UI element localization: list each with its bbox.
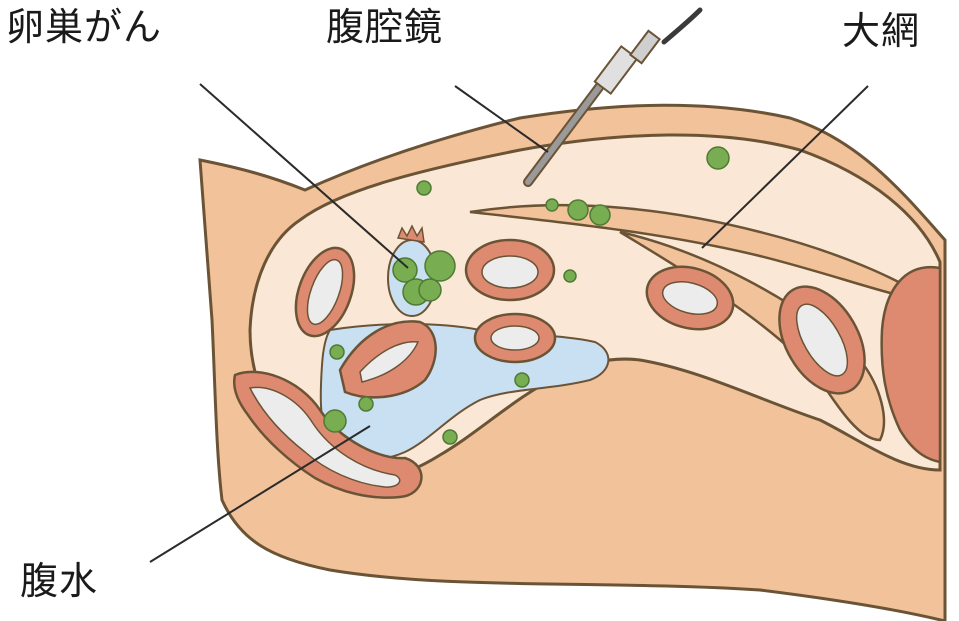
laparoscope-instrument (523, 7, 703, 187)
laparoscope-cable (661, 7, 703, 45)
tumor-nodule (424, 250, 456, 282)
leader-lines (149, 83, 869, 563)
nodule (563, 269, 577, 283)
nodule (323, 409, 347, 433)
bowel-lumen (306, 258, 344, 326)
nodule (514, 372, 530, 388)
rectum-lumen (248, 386, 401, 488)
tumor-nodule (392, 257, 418, 283)
nodule (567, 199, 589, 221)
nodule (706, 146, 730, 170)
nodule (358, 396, 374, 412)
uterus (338, 320, 437, 399)
laparoscope-trocar (593, 45, 639, 95)
leader-laparoscope (454, 85, 549, 153)
nodule (442, 429, 458, 445)
peritoneal-nodules (323, 146, 730, 445)
leader-ovarian-cancer (199, 83, 409, 269)
colon-edge (880, 265, 942, 464)
ovarian-tumor (387, 224, 456, 317)
bowel-lumen (661, 281, 719, 315)
fallopian-fimbria (396, 224, 425, 243)
tumor-nodule (418, 278, 442, 302)
bowel-loops (294, 238, 942, 464)
nodule (416, 180, 432, 196)
nodule (545, 198, 559, 212)
bowel-lumen (481, 255, 539, 289)
bowel-lumen (795, 303, 849, 377)
laparoscope-head (628, 29, 662, 65)
label-omentum: 大網 (842, 9, 921, 53)
laparoscope-shaft-core (525, 67, 615, 185)
leader-ascites (149, 425, 371, 563)
label-ascites: 腹水 (20, 559, 99, 603)
uterus-lumen (359, 341, 420, 383)
label-laparoscope: 腹腔鏡 (326, 5, 444, 49)
leader-omentum (701, 85, 869, 249)
bowel-lumen (490, 325, 540, 351)
nodule (329, 344, 345, 360)
label-ovarian-cancer: 卵巣がん (6, 5, 163, 49)
nodule (589, 204, 611, 226)
